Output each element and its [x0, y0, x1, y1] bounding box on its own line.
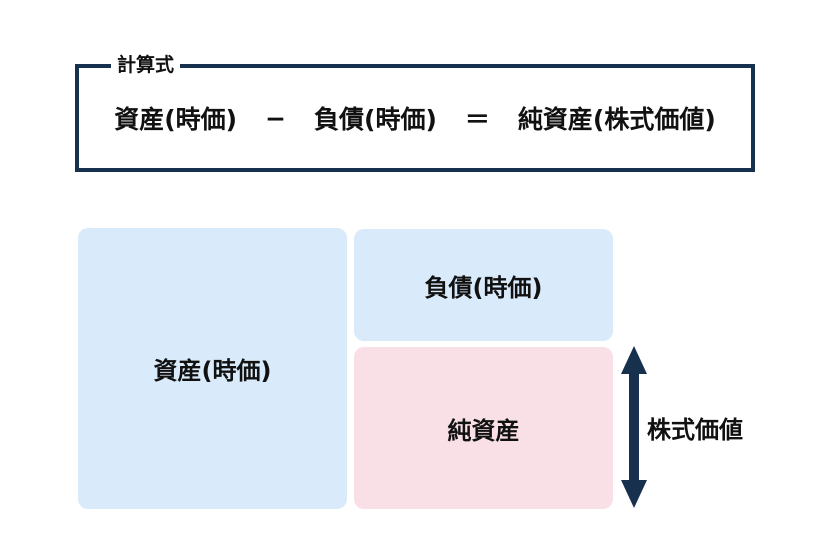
net-assets-box: 純資産	[354, 347, 613, 509]
formula-row: 資産(時価) − 負債(時価) ＝ 純資産(株式価値)	[79, 68, 751, 168]
minus-operator: −	[265, 103, 287, 133]
assets-box: 資産(時価)	[78, 228, 347, 509]
liabilities-box-label: 負債(時価)	[424, 273, 543, 302]
stock-value-label: 株式価値	[647, 415, 743, 444]
formula-box: 計算式 資産(時価) − 負債(時価) ＝ 純資産(株式価値)	[75, 53, 755, 172]
formula-term-assets: 資産(時価)	[114, 105, 238, 134]
liabilities-box: 負債(時価)	[354, 229, 613, 341]
formula-term-net-assets: 純資産(株式価値)	[517, 105, 716, 134]
formula-term-liabilities: 負債(時価)	[314, 105, 437, 134]
formula-box-legend: 計算式	[111, 53, 181, 77]
assets-box-label: 資産(時価)	[153, 357, 272, 385]
net-assets-box-label: 純資産	[447, 416, 520, 445]
equals-operator: ＝	[464, 105, 490, 134]
double-headed-vertical-arrow-icon	[621, 346, 647, 508]
